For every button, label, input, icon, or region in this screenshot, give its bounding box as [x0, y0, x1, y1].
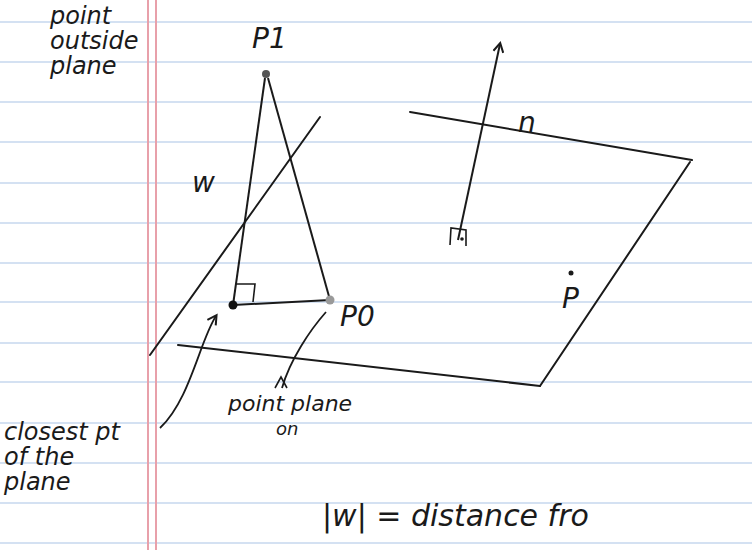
point-label: P	[562, 284, 579, 313]
point-label: P0	[340, 302, 375, 331]
point-p0	[326, 296, 335, 305]
point-label: P1	[252, 24, 287, 53]
right-angle-dot	[460, 237, 464, 241]
point-p1	[262, 70, 270, 78]
note-label: point plane	[228, 392, 352, 415]
normal-label: n	[518, 108, 536, 137]
margin-lines	[148, 0, 156, 550]
formula-label: |w| = distance fro	[322, 500, 589, 532]
ruled-lines	[0, 22, 752, 543]
point-dot	[569, 271, 574, 276]
plane-outline	[150, 112, 692, 386]
leader-arrow	[160, 316, 216, 428]
normal-arrow	[458, 44, 500, 240]
vector-label: w	[192, 168, 215, 197]
note-label: on	[276, 420, 298, 439]
caret-mark	[275, 377, 287, 388]
closest-point	[229, 301, 238, 310]
right-angle-mark	[450, 228, 466, 246]
triangle	[233, 78, 330, 305]
leader-line	[282, 312, 326, 388]
note-label: point outside plane	[50, 4, 160, 80]
note-label: closest pt of the plane	[4, 420, 144, 496]
